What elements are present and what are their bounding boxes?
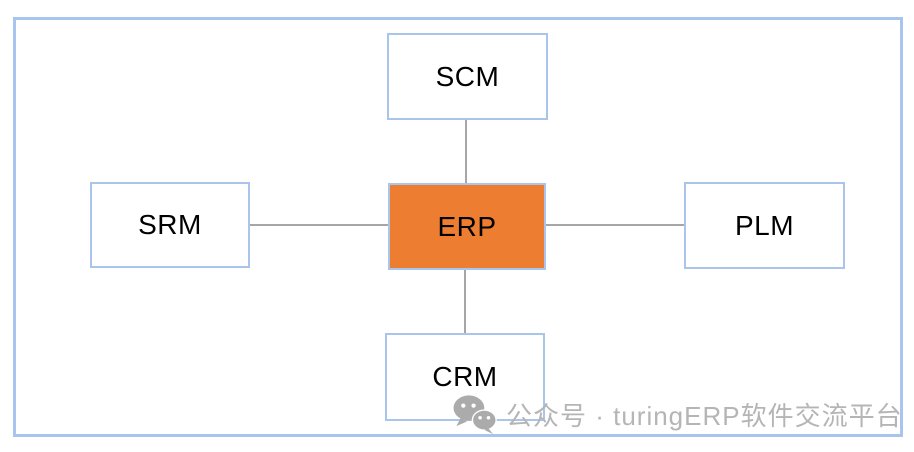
node-srm: SRM: [90, 182, 250, 268]
node-crm-label: CRM: [432, 361, 498, 392]
connector-erp-plm: [546, 224, 684, 226]
connector-erp-srm: [250, 224, 388, 226]
watermark-text: 公众号 · turingERP软件交流平台: [506, 401, 903, 431]
node-plm: PLM: [684, 182, 845, 269]
node-erp-center: ERP: [388, 183, 546, 270]
wechat-icon: [453, 395, 497, 435]
node-srm-label: SRM: [138, 209, 202, 240]
node-scm: SCM: [387, 33, 548, 120]
diagram-frame: [13, 17, 903, 437]
node-scm-label: SCM: [435, 60, 500, 92]
connector-erp-scm: [465, 120, 467, 183]
node-erp-label: ERP: [437, 210, 497, 242]
watermark: 公众号 · turingERP软件交流平台: [452, 394, 903, 435]
node-plm-label: PLM: [734, 209, 795, 241]
connector-erp-crm: [464, 270, 466, 333]
